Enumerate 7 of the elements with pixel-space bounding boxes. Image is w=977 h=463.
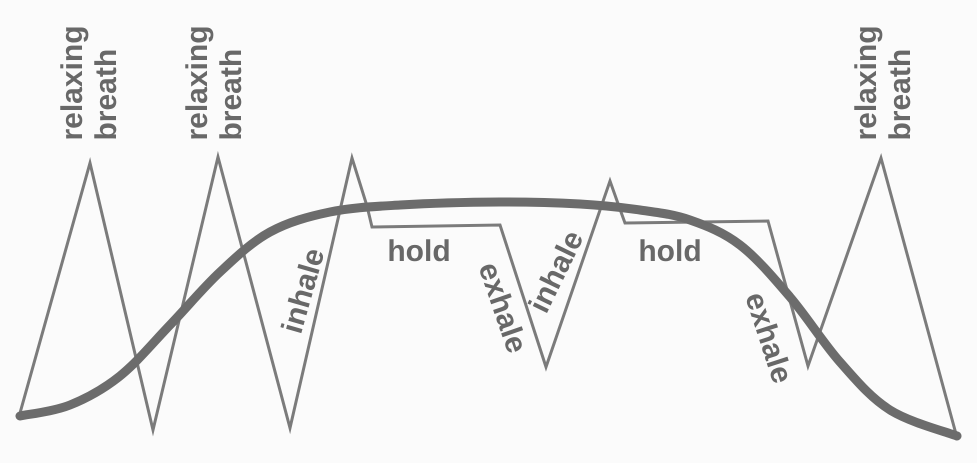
phase-label: hold [387,235,451,269]
breath-label: relaxing breath [181,25,249,141]
phase-label: inhale [276,244,332,338]
breath-label: relaxing breath [850,25,918,141]
phase-label: exhale [737,288,799,388]
breath-label: relaxing breath [56,25,124,141]
phase-label: hold [638,235,702,269]
